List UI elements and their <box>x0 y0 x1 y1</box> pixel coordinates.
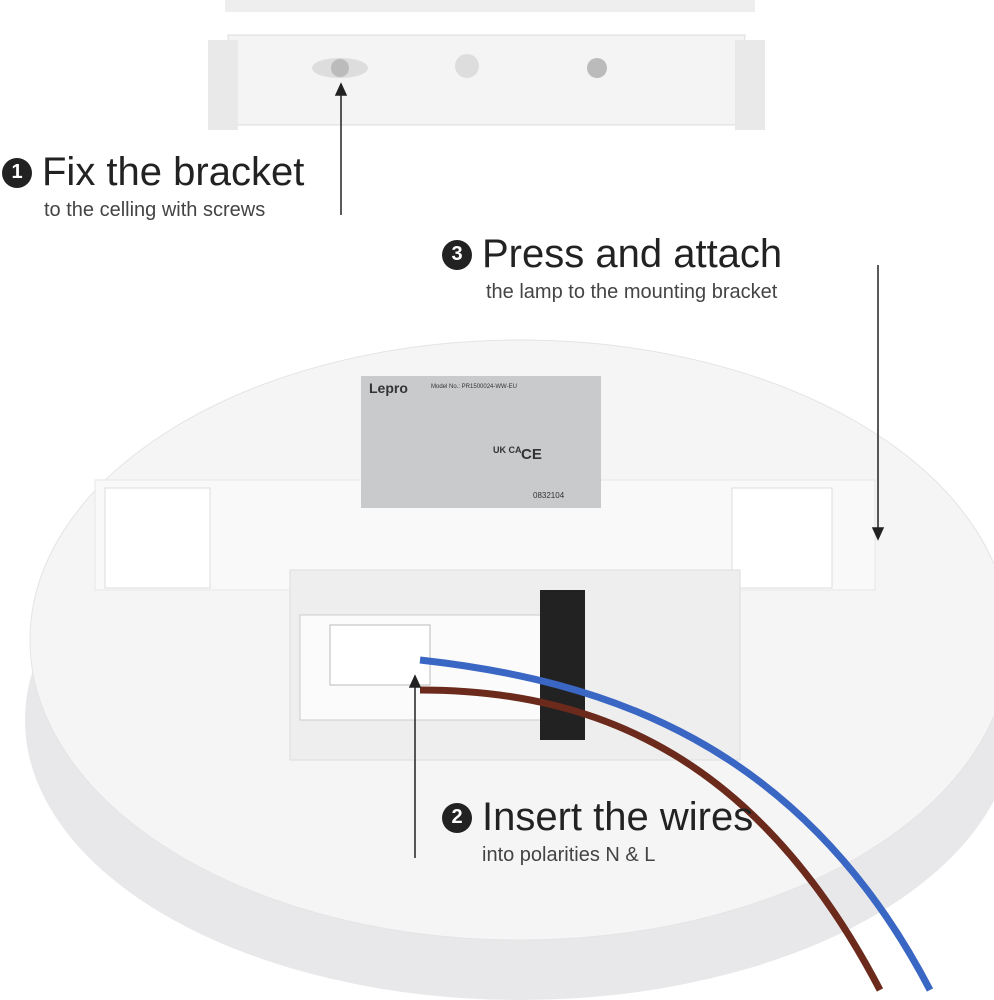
screw-icon <box>331 59 349 77</box>
step-1: 1 Fix the bracket to the celling with scr… <box>2 150 304 222</box>
step-title: Insert the wires <box>482 795 754 839</box>
step-subtitle: to the celling with screws <box>44 199 266 221</box>
blue-wire <box>419 656 934 992</box>
step-subtitle: the lamp to the mounting bracket <box>486 281 778 303</box>
cable-clamp <box>540 590 585 740</box>
label-code: 0832104 <box>533 491 565 500</box>
label-brand: Lepro <box>369 380 408 396</box>
ce-mark: CE <box>521 446 542 463</box>
mounting-bracket <box>208 0 765 130</box>
screw-icon <box>587 58 607 78</box>
step-title: Press and attach <box>482 232 783 276</box>
step-number: 1 <box>2 157 32 188</box>
lamp-body <box>25 339 994 1000</box>
step-3: 3 Press and attach the lamp to the mounti… <box>442 232 782 304</box>
step-number: 3 <box>442 239 472 270</box>
ukca-mark: UK CA <box>493 445 522 455</box>
arrows <box>334 82 885 858</box>
label-model: Model No.: PR1500024-WW-EU <box>431 384 517 390</box>
step-title: Fix the bracket <box>42 150 305 194</box>
product-label: Lepro Model No.: PR1500024-WW-EU UK CA C… <box>361 376 601 508</box>
step-subtitle: into polarities N & L <box>482 844 656 866</box>
step-number: 2 <box>442 802 472 833</box>
step-2: 2 Insert the wires into polarities N & L <box>442 795 753 867</box>
brown-wire <box>419 686 884 992</box>
terminal-block <box>329 624 431 686</box>
